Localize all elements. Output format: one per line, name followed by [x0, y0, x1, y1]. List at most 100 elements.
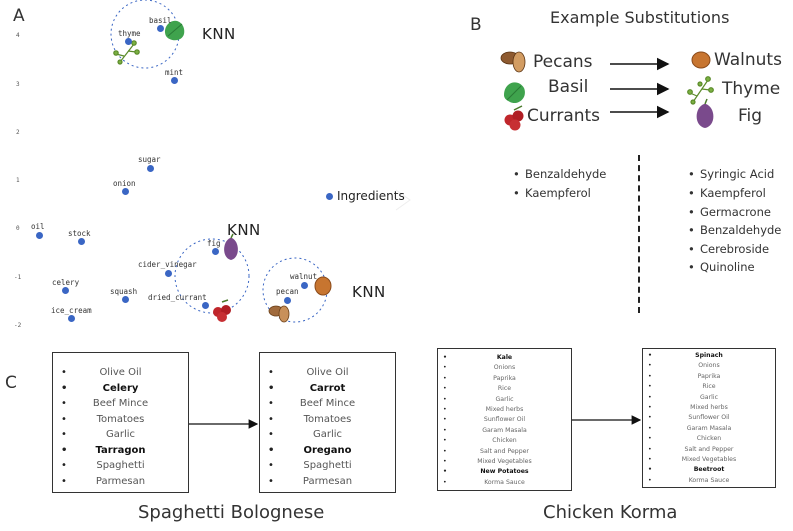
- right-compound-6: •Quinoline: [688, 260, 755, 274]
- list-item: •Salt and Pepper: [648, 445, 734, 453]
- list-item: •Sunflower Oil: [648, 414, 730, 422]
- label-thyme: thyme: [118, 29, 141, 38]
- list-item: •Korma Sauce: [443, 478, 525, 486]
- y-tick: 1: [16, 177, 20, 184]
- sub-to-fig: Fig: [738, 106, 763, 126]
- list-item: •Kale: [443, 354, 513, 361]
- list-item: •Olive Oil: [61, 367, 142, 378]
- point-cider-vinegar: [165, 270, 172, 277]
- point-celery: [62, 287, 69, 294]
- list-item: •Garlic: [648, 393, 718, 401]
- list-item: •Rice: [648, 383, 716, 391]
- caption-bolognese: Spaghetti Bolognese: [138, 502, 325, 523]
- right-compound-4: •Benzaldehyde: [688, 223, 782, 237]
- y-tick: -1: [14, 274, 22, 281]
- substitutions-title: Example Substitutions: [550, 8, 730, 27]
- list-item: •Sunflower Oil: [443, 416, 526, 424]
- list-item: •Parmesan: [268, 475, 353, 487]
- point-oil: [36, 232, 43, 239]
- point-sugar: [147, 165, 154, 172]
- label-sugar: sugar: [138, 155, 161, 164]
- label-walnut: walnut: [290, 272, 318, 281]
- y-tick: 4: [16, 32, 20, 39]
- point-dried-currant: [202, 302, 209, 309]
- right-compound-2: •Kaempferol: [688, 186, 766, 200]
- walnut-icon: [314, 276, 332, 296]
- fig-icon: [696, 98, 714, 128]
- list-item: •Olive Oil: [268, 367, 349, 378]
- label-stock: stock: [68, 229, 91, 238]
- point-onion: [122, 188, 129, 195]
- list-item: •Parmesan: [61, 475, 146, 487]
- knn-circle-fruit: [174, 238, 250, 314]
- list-item: •Beef Mince: [61, 398, 149, 409]
- list-item: •Rice: [443, 385, 512, 393]
- list-item: •Tarragon: [61, 444, 146, 456]
- korma-substituted-list: •Spinach •Onions •Paprika •Rice •Garlic …: [642, 348, 776, 488]
- label-onion: onion: [113, 179, 136, 188]
- list-item: •Spaghetti: [61, 460, 145, 471]
- list-item: •Chicken: [443, 437, 517, 445]
- list-item: •Oregano: [268, 444, 352, 456]
- bolognese-substituted-list: •Olive Oil •Carrot •Beef Mince •Tomatoes…: [259, 352, 396, 493]
- pecan-icon: [500, 51, 526, 73]
- basil-leaf-icon: [164, 20, 185, 41]
- legend-label: Ingredients: [337, 189, 405, 203]
- sub-to-walnuts: Walnuts: [714, 50, 782, 70]
- knn-label-fruit: KNN: [227, 221, 261, 239]
- substitution-icons: [500, 51, 714, 131]
- list-item: •Korma Sauce: [648, 476, 730, 484]
- label-pecan: pecan: [276, 287, 299, 296]
- label-mint: mint: [165, 68, 184, 77]
- list-item: •Mixed Vegetables: [443, 457, 532, 465]
- list-item: •Garam Masala: [648, 424, 732, 432]
- thyme-sprig-icon: [113, 40, 140, 65]
- point-thyme: [125, 38, 132, 45]
- list-item: •Celery: [61, 382, 139, 394]
- currants-icon: [213, 299, 231, 322]
- point-stock: [78, 238, 85, 245]
- list-item: •Chicken: [648, 435, 722, 443]
- list-item: •Paprika: [443, 374, 516, 382]
- compound-divider: [638, 155, 640, 313]
- knn-label-herbs: KNN: [202, 25, 236, 43]
- list-item: •Beetroot: [648, 466, 725, 474]
- list-item: •Tomatoes: [268, 413, 352, 425]
- label-oil: oil: [31, 222, 45, 231]
- sub-from-currants: Currants: [527, 106, 601, 126]
- korma-original-list: •Kale •Onions •Paprika •Rice •Garlic •Mi…: [437, 348, 572, 491]
- point-ice-cream: [68, 315, 75, 322]
- list-item: •Salt and Pepper: [443, 447, 529, 455]
- list-item: •Spaghetti: [268, 460, 352, 471]
- sub-from-basil: Basil: [548, 77, 589, 97]
- label-celery: celery: [52, 278, 80, 287]
- point-walnut: [301, 282, 308, 289]
- list-item: •Tomatoes: [61, 413, 145, 425]
- point-squash: [122, 296, 129, 303]
- list-item: •Spinach: [648, 352, 723, 359]
- knn-label-nuts: KNN: [352, 283, 386, 301]
- list-item: •Paprika: [648, 372, 721, 380]
- panel-c-letter: C: [5, 373, 17, 393]
- fig-fruit-icon: [224, 233, 238, 260]
- bolognese-original-list: •Olive Oil •Celery •Beef Mince •Tomatoes…: [52, 352, 189, 493]
- list-item: •Mixed herbs: [648, 403, 728, 411]
- list-item: •New Potatoes: [443, 468, 529, 476]
- y-tick: 0: [16, 225, 20, 232]
- list-item: •Mixed herbs: [443, 405, 524, 413]
- list-item: •Garlic: [268, 429, 343, 440]
- panel-a-letter: A: [13, 6, 25, 26]
- sub-to-thyme: Thyme: [722, 79, 781, 99]
- walnut-icon: [691, 51, 711, 69]
- y-tick: 3: [16, 81, 20, 88]
- caption-korma: Chicken Korma: [543, 502, 678, 523]
- label-dried-currant: dried_currant: [148, 293, 207, 302]
- right-compound-1: •Syringic Acid: [688, 167, 775, 181]
- sub-from-pecans: Pecans: [533, 52, 593, 72]
- y-tick: 2: [16, 129, 20, 136]
- left-compound-1: •Benzaldehyde: [513, 167, 607, 181]
- thyme-icon: [687, 76, 714, 105]
- point-fig: [212, 248, 219, 255]
